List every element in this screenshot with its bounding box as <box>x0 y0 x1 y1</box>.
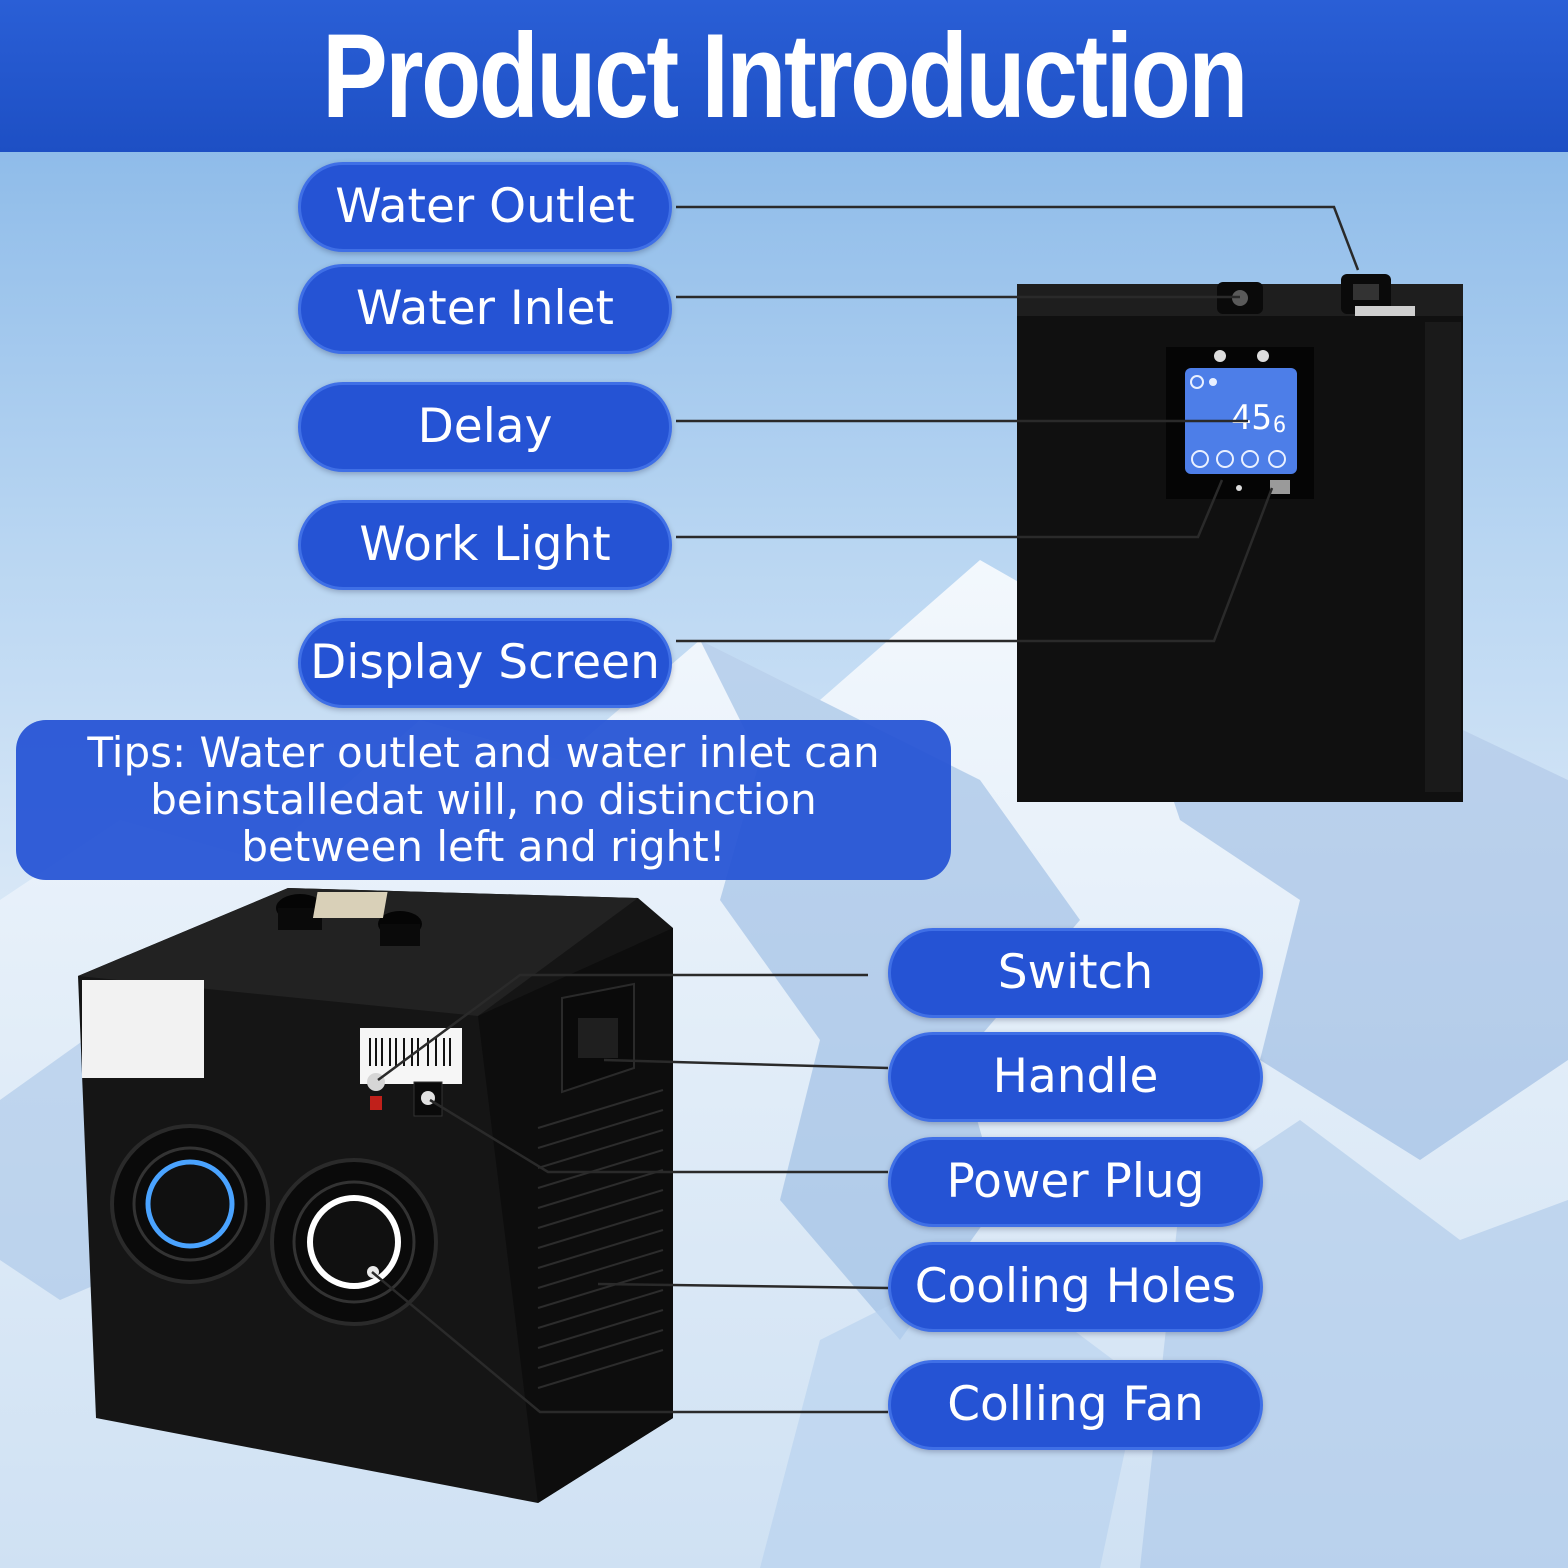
chiller-rear-view <box>78 888 673 1503</box>
label-water-inlet: Water Inlet <box>298 264 672 354</box>
label-colling-fan: Colling Fan <box>888 1360 1263 1450</box>
chiller-front-view: 45 6 <box>1017 274 1463 802</box>
svg-text:6: 6 <box>1273 413 1286 438</box>
tips-line-1: Tips: Water outlet and water inlet can <box>87 728 880 777</box>
label-delay: Delay <box>298 382 672 472</box>
tips-note: Tips: Water outlet and water inlet can b… <box>16 720 951 880</box>
fan-right <box>270 1158 438 1326</box>
label-power-plug: Power Plug <box>888 1137 1263 1227</box>
water-port-left <box>276 894 324 930</box>
label-work-light: Work Light <box>298 500 672 590</box>
label-water-outlet: Water Outlet <box>298 162 672 252</box>
water-inlet-port <box>1217 282 1263 314</box>
label-display-screen: Display Screen <box>298 618 672 708</box>
tips-line-2: beinstalledat will, no distinction <box>150 775 817 824</box>
label-cooling-holes: Cooling Holes <box>888 1242 1263 1332</box>
water-outlet-port <box>1341 274 1391 314</box>
water-port-right <box>378 911 422 946</box>
label-handle: Handle <box>888 1032 1263 1122</box>
page-title: Product Introduction <box>322 9 1248 143</box>
power-socket <box>413 1081 443 1117</box>
label-switch: Switch <box>888 928 1263 1018</box>
svg-text:45: 45 <box>1231 398 1272 438</box>
control-panel: 45 6 <box>1166 347 1314 499</box>
spec-label <box>82 980 204 1078</box>
tips-line-3: between left and right! <box>241 822 726 871</box>
fan-left <box>110 1124 270 1284</box>
title-banner: Product Introduction <box>0 0 1568 152</box>
